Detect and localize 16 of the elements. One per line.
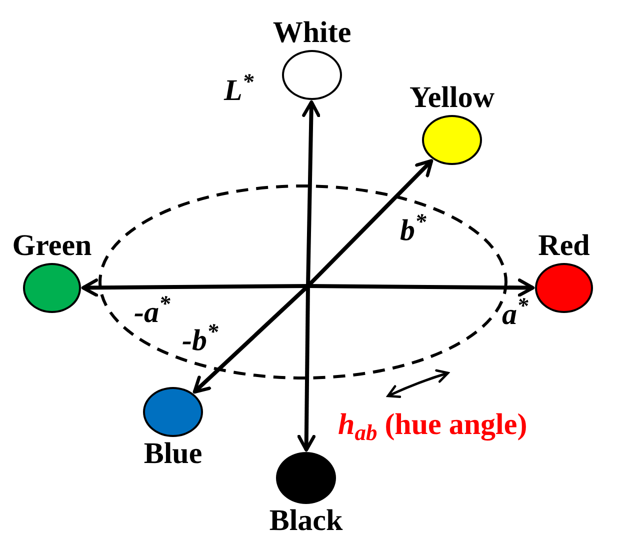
axis-label: b$^{*}$: [400, 214, 426, 248]
axis-label: -b$^{*}$: [182, 324, 218, 358]
axis-label: a$^{*}$: [502, 298, 528, 332]
axis-arrow: [302, 100, 320, 286]
axis-label: -a$^{*}$: [134, 296, 170, 330]
color-name: Blue: [144, 437, 202, 471]
color-name: Yellow: [410, 81, 494, 115]
color-name: White: [272, 16, 352, 50]
axis-label: h$_{ab}$ (hue angle): [338, 408, 528, 442]
axis-arrow: [81, 278, 308, 297]
color-name: Red: [538, 229, 590, 263]
axis-arrow: [297, 286, 316, 452]
axis-arrow: [308, 278, 535, 297]
color-name: Black: [269, 504, 343, 538]
axis-label: L$^{*}$: [224, 74, 254, 108]
color-name: Green: [12, 229, 92, 263]
